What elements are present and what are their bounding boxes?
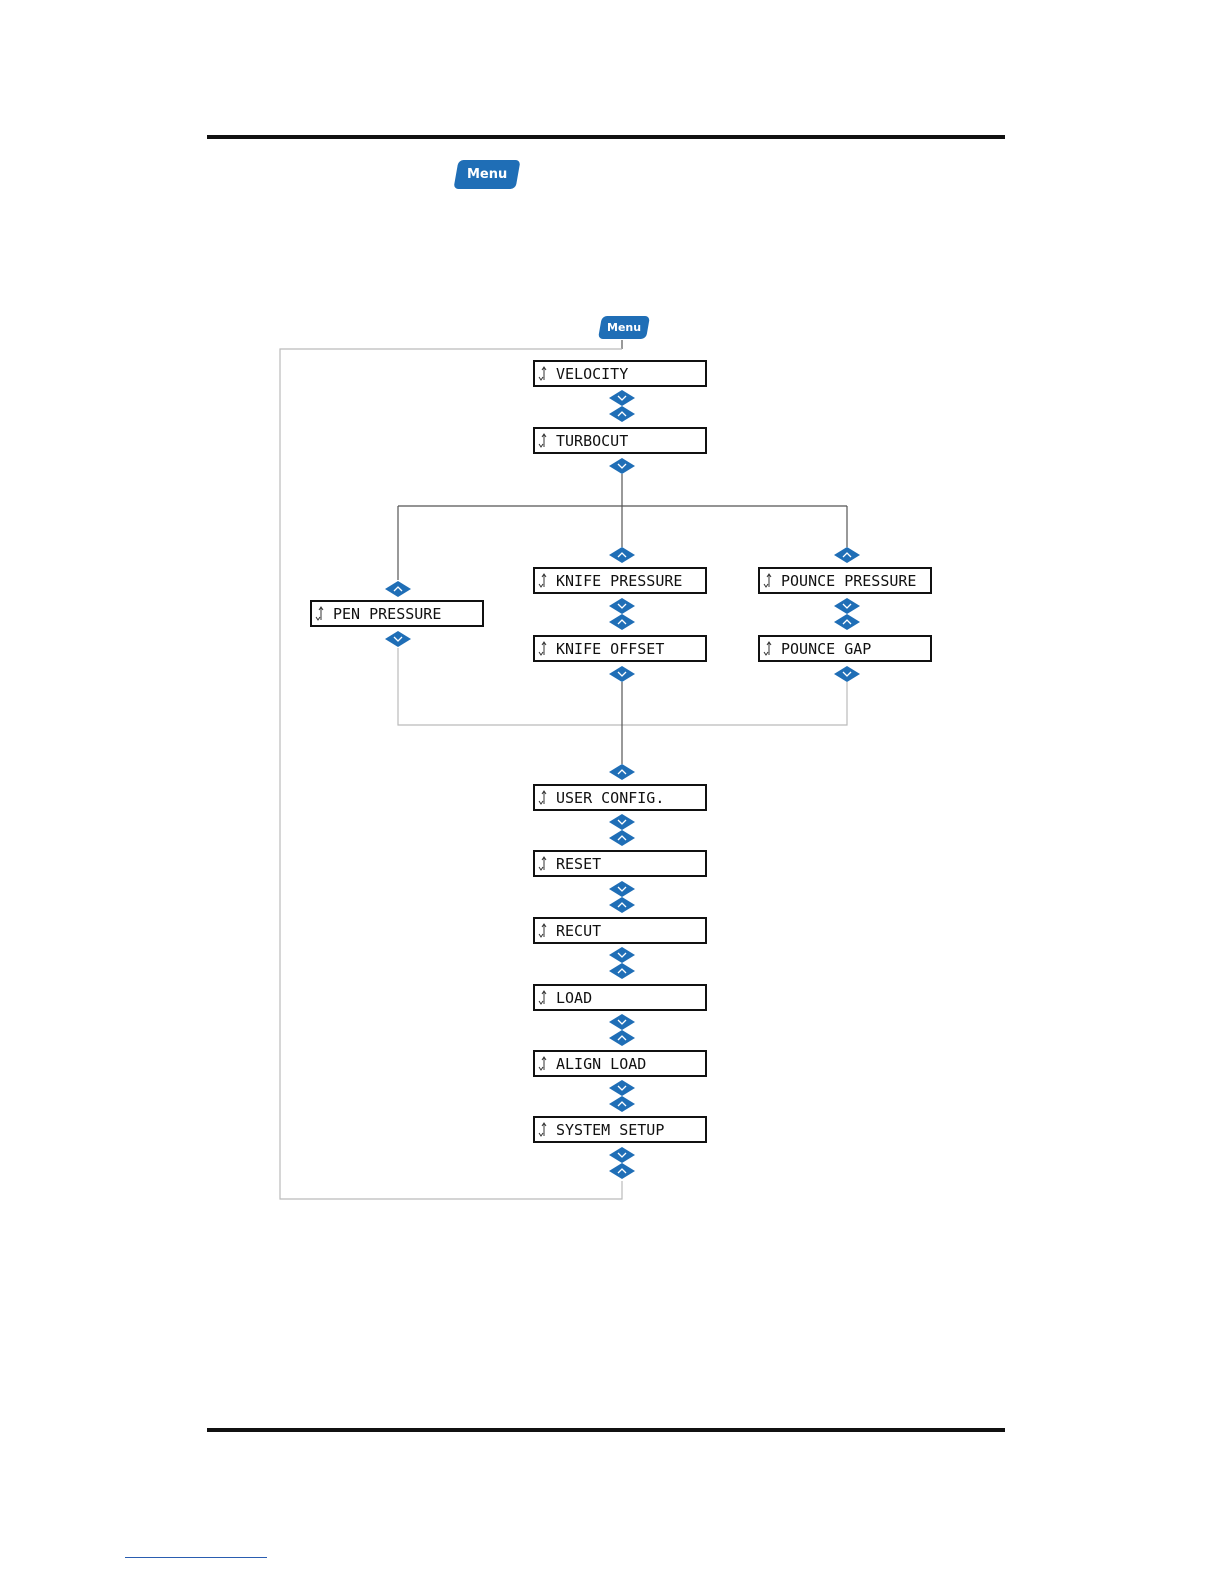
nav-up-button[interactable]: [609, 1163, 635, 1179]
nav-down-button[interactable]: [834, 666, 860, 682]
menu-item-label: RESET: [556, 855, 601, 873]
nav-up-button[interactable]: [834, 614, 860, 630]
nav-up-button[interactable]: [609, 406, 635, 422]
nav-up-button[interactable]: [609, 963, 635, 979]
nav-down-button[interactable]: [609, 666, 635, 682]
menu-item-knife-pressure: KNIFE PRESSURE: [534, 568, 706, 593]
menu-item-knife-offset: KNIFE OFFSET: [534, 636, 706, 661]
menu-item-label: TURBOCUT: [556, 432, 628, 450]
nav-up-button[interactable]: [609, 830, 635, 846]
menu-item-label: PEN PRESSURE: [333, 605, 441, 623]
nav-up-button[interactable]: [609, 897, 635, 913]
menu-item-recut: RECUT: [534, 918, 706, 943]
nav-up-button[interactable]: [609, 764, 635, 780]
bottom-rule: [207, 1428, 1005, 1432]
footer-link-underline: [125, 1557, 267, 1558]
menu-item-label: RECUT: [556, 922, 601, 940]
menu-item-pounce-gap: POUNCE GAP: [759, 636, 931, 661]
nav-down-button[interactable]: [609, 1014, 635, 1030]
nav-down-button[interactable]: [609, 814, 635, 830]
nav-down-button[interactable]: [609, 881, 635, 897]
nav-up-button[interactable]: [609, 1096, 635, 1112]
nav-down-button[interactable]: [609, 390, 635, 406]
menu-item-label: ALIGN LOAD: [556, 1055, 646, 1073]
menu-item-reset: RESET: [534, 851, 706, 876]
nav-down-button[interactable]: [609, 947, 635, 963]
menu-item-label: KNIFE OFFSET: [556, 640, 664, 658]
nav-down-button[interactable]: [609, 1080, 635, 1096]
menu-item-align-load: ALIGN LOAD: [534, 1051, 706, 1076]
nav-down-button[interactable]: [609, 458, 635, 474]
nav-up-button[interactable]: [609, 614, 635, 630]
nav-up-button[interactable]: [609, 547, 635, 563]
menu-item-label: VELOCITY: [556, 365, 628, 383]
nav-down-button[interactable]: [834, 598, 860, 614]
menu-item-load: LOAD: [534, 985, 706, 1010]
menu-item-label: USER CONFIG.: [556, 789, 664, 807]
menu-item-turbocut: TURBOCUT: [534, 428, 706, 453]
menu-item-label: POUNCE PRESSURE: [781, 572, 916, 590]
menu-item-user-config: USER CONFIG.: [534, 785, 706, 810]
menu-item-pen-pressure: PEN PRESSURE: [311, 601, 483, 626]
menu-item-system-setup: SYSTEM SETUP: [534, 1117, 706, 1142]
nav-up-button[interactable]: [385, 581, 411, 597]
nav-up-button[interactable]: [609, 1030, 635, 1046]
menu-item-pounce-pressure: POUNCE PRESSURE: [759, 568, 931, 593]
menu-item-label: LOAD: [556, 989, 592, 1007]
menu-item-label: SYSTEM SETUP: [556, 1121, 664, 1139]
nav-down-button[interactable]: [609, 598, 635, 614]
menu-item-label: POUNCE GAP: [781, 640, 871, 658]
nav-up-button[interactable]: [834, 547, 860, 563]
menu-item-label: KNIFE PRESSURE: [556, 572, 682, 590]
menu-item-velocity: VELOCITY: [534, 361, 706, 386]
nav-down-button[interactable]: [609, 1147, 635, 1163]
nav-down-button[interactable]: [385, 631, 411, 647]
